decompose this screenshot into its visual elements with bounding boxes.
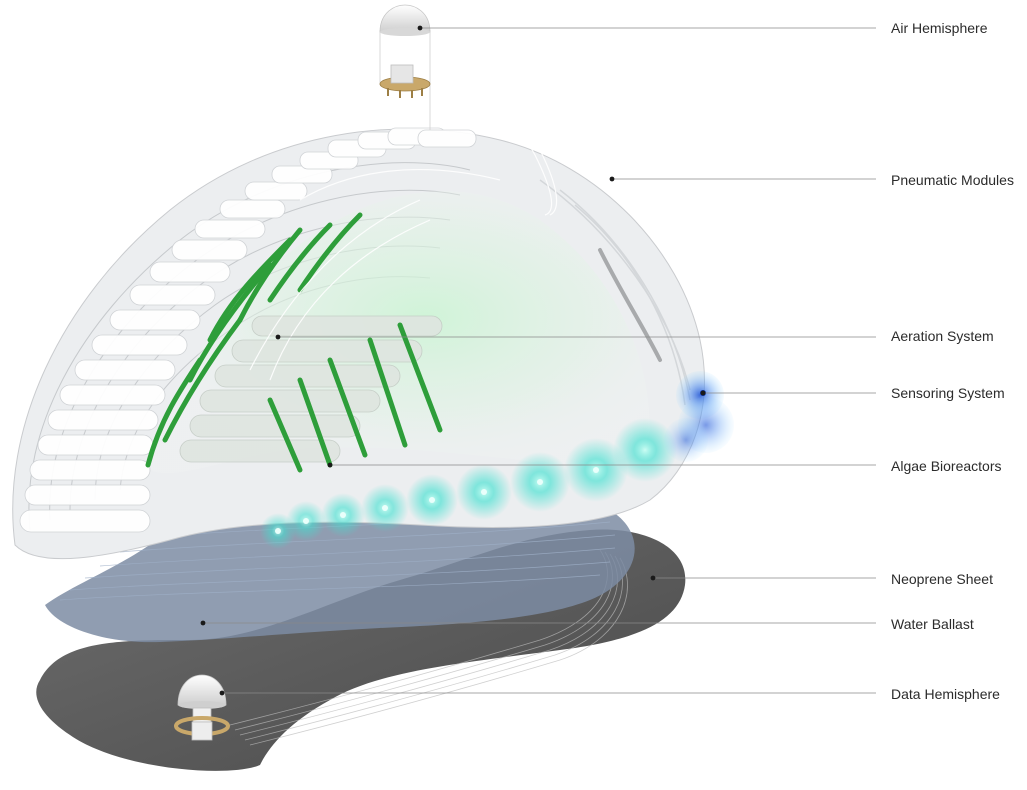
leader-lines bbox=[203, 27, 876, 694]
label-pneumatic-modules: Pneumatic Modules bbox=[891, 172, 1014, 188]
air-hemisphere bbox=[379, 4, 431, 130]
pneumatic-modules bbox=[12, 127, 705, 560]
leader-dots bbox=[200, 25, 706, 696]
label-sensoring-system: Sensoring System bbox=[891, 385, 1005, 401]
algae-tubes bbox=[145, 212, 443, 473]
cable-bundle bbox=[229, 549, 628, 746]
label-air-hemisphere: Air Hemisphere bbox=[891, 20, 988, 36]
label-water-ballast: Water Ballast bbox=[891, 616, 974, 632]
label-neoprene-sheet: Neoprene Sheet bbox=[891, 571, 993, 587]
label-aeration-system: Aeration System bbox=[891, 328, 994, 344]
sensor-cluster bbox=[664, 371, 734, 462]
bioreactor-glow bbox=[260, 418, 677, 549]
label-algae-bioreactors: Algae Bioreactors bbox=[891, 458, 1002, 474]
aeration-network bbox=[249, 89, 558, 381]
label-data-hemisphere: Data Hemisphere bbox=[891, 686, 1000, 702]
data-hemisphere bbox=[174, 674, 230, 741]
